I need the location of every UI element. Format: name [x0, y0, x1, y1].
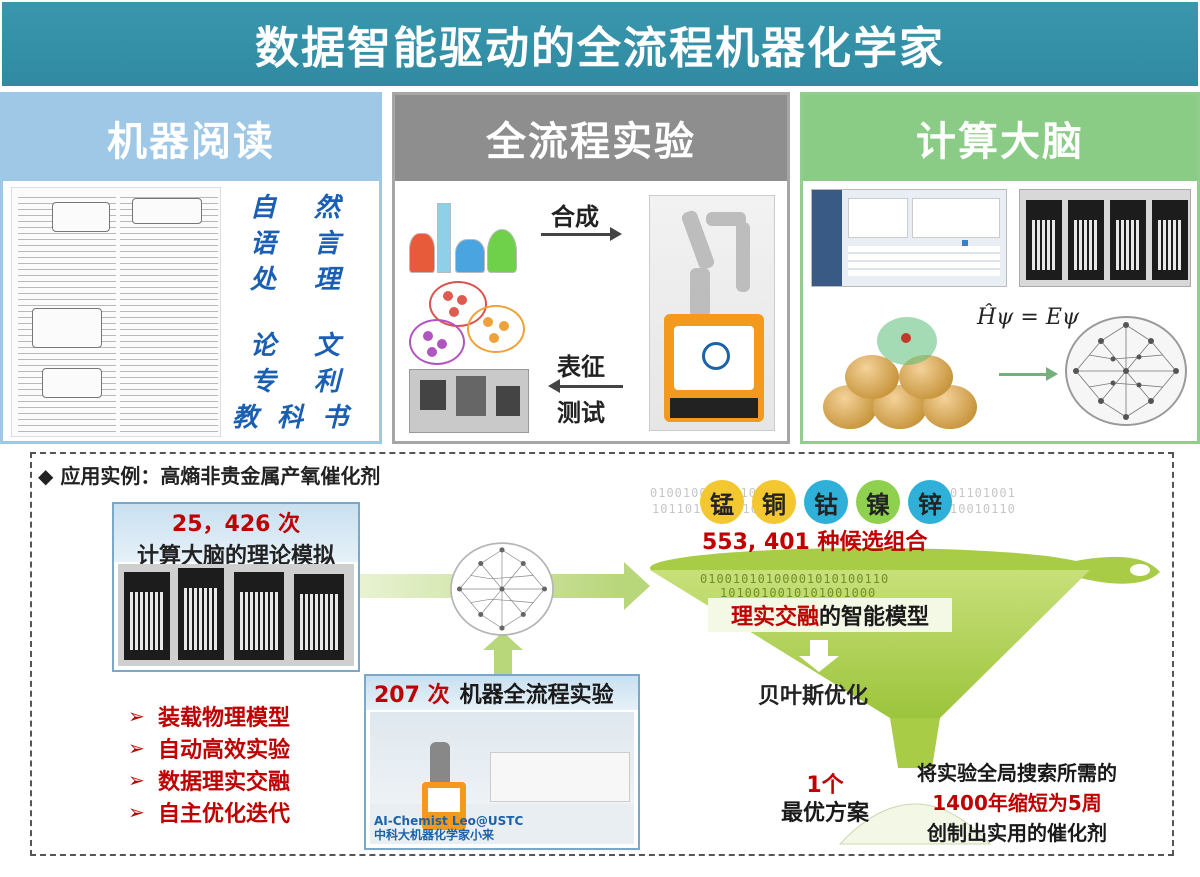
nlp-grid: 自 然 语 言 处 理 论 文 专 利 教 科 书: [232, 187, 355, 433]
panel-heading-brain: 计算大脑: [803, 95, 1197, 181]
synthesis-arrow: [541, 227, 622, 241]
feature-text: 自动高效实验: [158, 738, 291, 763]
molecule-figure: [32, 308, 102, 348]
conclusion-line-2: 1400年缩短为5周: [932, 791, 1102, 815]
panel-heading-reading: 机器阅读: [3, 95, 379, 181]
down-arrow: [799, 640, 839, 672]
element-badge: 钴: [804, 480, 848, 524]
case-title: ◆ 应用实例：高熵非贵金属产氧催化剂: [38, 464, 381, 488]
conclusion-line-3: 创制出实用的催化剂: [927, 821, 1107, 845]
reading-body: 自 然 语 言 处 理 论 文 专 利 教 科 书: [3, 181, 379, 441]
element-badge: 镍: [856, 480, 900, 524]
neural-brain-icon: [450, 542, 554, 636]
lab-caption-cn: 中科大机器化学家小来: [374, 828, 495, 842]
experiment-count: 207 次: [374, 683, 450, 708]
bayesian-optimization-label: 贝叶斯优化: [758, 684, 869, 709]
molecule-figure: [42, 368, 102, 398]
catalyst-surface-image: [823, 311, 983, 435]
nlp-char: 语: [249, 228, 276, 259]
experiment-header: 207 次 机器全流程实验: [366, 676, 638, 710]
nlp-char: 处: [249, 264, 276, 295]
neural-brain-icon: [1065, 316, 1187, 426]
model-highlight: 理实交融: [730, 605, 819, 630]
experiment-body: 合成 表征 测试: [395, 181, 787, 441]
optimal-label: 最优方案: [780, 801, 869, 826]
paper-column: [120, 194, 218, 432]
source-char: 教: [231, 402, 258, 433]
supercomputer-image: [118, 564, 354, 666]
brain-body: Ĥψ = Eψ: [803, 181, 1197, 441]
calculation-count: 25，426 次: [171, 512, 301, 537]
conclusion-text: 将实验全局搜索所需的 1400年缩短为5周 创制出实用的催化剂: [872, 758, 1162, 848]
nlp-char: 然: [313, 192, 340, 223]
calculation-header: 25，426 次 计算大脑的理论模拟: [114, 504, 358, 569]
title-bar: 数据智能驱动的全流程机器化学家: [2, 2, 1198, 86]
lab-robot-image: AI-Chemist Leo@USTC 中科大机器化学家小来: [370, 712, 634, 844]
case-title-text: 应用实例：高熵非贵金属产氧催化剂: [60, 464, 381, 488]
to-brain-arrow: [999, 367, 1058, 381]
paper-thumbnail: [11, 187, 221, 437]
binary-decoration: 1010010010101001000: [720, 586, 877, 600]
application-case-box: [30, 452, 1174, 856]
characterization-label-2: 测试: [557, 399, 605, 427]
element-badge: 铜: [752, 480, 796, 524]
source-char: 文: [313, 330, 340, 361]
source-char: 专: [249, 366, 276, 397]
experiment-label: 机器全流程实验: [459, 683, 614, 708]
molecule-figure: [52, 202, 110, 232]
panel-machine-reading: 机器阅读 自 然 语 言 处 理 论 文: [0, 92, 382, 444]
schrodinger-equation: Ĥψ = Eψ: [977, 305, 1080, 330]
source-char: 论: [249, 330, 276, 361]
page-title: 数据智能驱动的全流程机器化学家: [255, 23, 945, 74]
molecule-clusters-icon: [409, 281, 529, 371]
panel-full-process-experiment: 全流程实验 合成 表征: [392, 92, 790, 444]
source-char: 利: [313, 366, 340, 397]
nlp-char: 理: [313, 264, 340, 295]
binary-decoration: 01101001: [950, 486, 1016, 500]
source-char: 书: [321, 402, 348, 433]
chevron-right-icon: ➢: [128, 800, 145, 824]
flasks-icon: [409, 195, 519, 273]
calculation-box: 25，426 次 计算大脑的理论模拟: [112, 502, 360, 672]
feature-text: 装载物理模型: [158, 706, 291, 731]
lab-caption-en: AI-Chemist Leo@USTC: [374, 814, 524, 828]
nlp-char: 言: [313, 228, 340, 259]
chevron-right-icon: ➢: [128, 704, 145, 728]
characterization-arrow: [548, 379, 623, 393]
flow-arrow-up: [483, 632, 523, 674]
binary-decoration: 01001010100001010100110: [700, 572, 890, 586]
feature-item: ➢ 自主优化迭代: [128, 796, 290, 828]
feature-list: ➢ 装载物理模型 ➢ 自动高效实验 ➢ 数据理实交融 ➢ 自主优化迭代: [128, 700, 290, 828]
intelligent-model-label: 理实交融的智能模型: [708, 598, 952, 632]
element-badge: 锌: [908, 480, 952, 524]
optimal-count: 1个: [806, 773, 844, 798]
feature-text: 数据理实交融: [158, 770, 291, 795]
nlp-char: 自: [249, 192, 276, 223]
element-badge: 锰: [700, 480, 744, 524]
feature-item: ➢ 数据理实交融: [128, 764, 290, 796]
dashboard-screenshot: [811, 189, 1007, 287]
experiment-box: 207 次 机器全流程实验 AI-Chemist Leo@USTC 中科大机器化…: [364, 674, 640, 850]
feature-item: ➢ 装载物理模型: [128, 700, 290, 732]
optimal-solution: 1个 最优方案: [770, 772, 880, 828]
characterization-instrument-image: [409, 369, 529, 433]
source-char: 科: [276, 402, 303, 433]
candidate-count: 553, 401 种候选组合: [702, 530, 928, 555]
molecule-figure: [132, 198, 202, 224]
feature-item: ➢ 自动高效实验: [128, 732, 290, 764]
panel-heading-experiment: 全流程实验: [395, 95, 787, 181]
chevron-right-icon: ➢: [128, 736, 145, 760]
model-rest: 的智能模型: [819, 605, 930, 630]
feature-text: 自主优化迭代: [158, 802, 291, 827]
lab-caption: AI-Chemist Leo@USTC 中科大机器化学家小来: [374, 814, 523, 842]
element-row: 锰 铜 钴 镍 锌: [700, 480, 952, 524]
panel-computing-brain: 计算大脑 Ĥψ = Eψ: [800, 92, 1200, 444]
characterization-label-1: 表征: [557, 353, 605, 381]
synthesis-label: 合成: [551, 203, 599, 231]
robot-chemist-image: [649, 195, 775, 431]
server-racks-image: [1019, 189, 1191, 287]
chevron-right-icon: ➢: [128, 768, 145, 792]
conclusion-line-1: 将实验全局搜索所需的: [917, 761, 1117, 785]
binary-decoration: 10010110: [950, 502, 1016, 516]
